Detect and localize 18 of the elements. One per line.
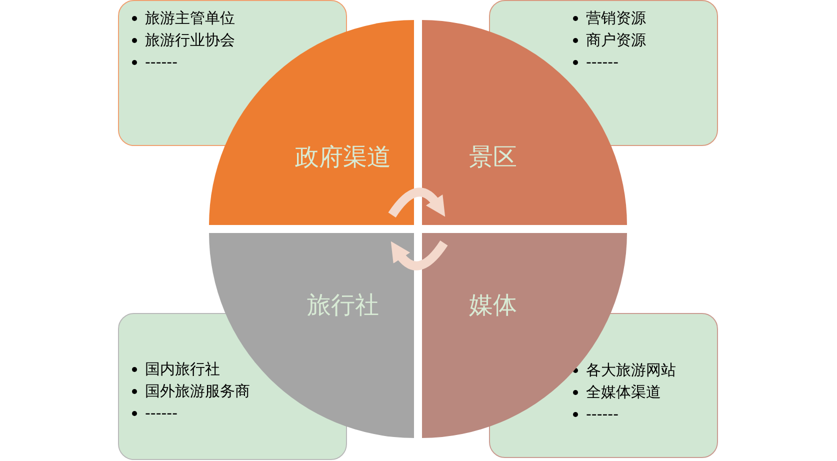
segment-label: 媒体 xyxy=(469,290,517,321)
bullet-item: 国外旅游服务商 xyxy=(145,382,250,400)
bullet-item: ------ xyxy=(586,405,618,423)
bullet-item: 旅游行业协会 xyxy=(145,31,235,49)
curved-arrow xyxy=(388,188,446,218)
curved-arrow xyxy=(390,240,448,270)
segment-label: 景区 xyxy=(469,142,517,173)
bullet-item: 营销资源 xyxy=(586,9,646,27)
bullet-item: 全媒体渠道 xyxy=(586,383,661,401)
bullet-item: ------ xyxy=(145,53,178,71)
bullet-item: ------ xyxy=(586,53,618,71)
bullet-item: 各大旅游网站 xyxy=(586,361,676,379)
bullet-item: 商户资源 xyxy=(586,31,646,49)
segment-label: 政府渠道 xyxy=(295,142,391,173)
bullet-item: ------ xyxy=(145,404,178,422)
bullet-item: 旅游主管单位 xyxy=(145,9,235,27)
bullet-item: 国内旅行社 xyxy=(145,360,220,378)
segment-label: 旅行社 xyxy=(307,290,379,321)
